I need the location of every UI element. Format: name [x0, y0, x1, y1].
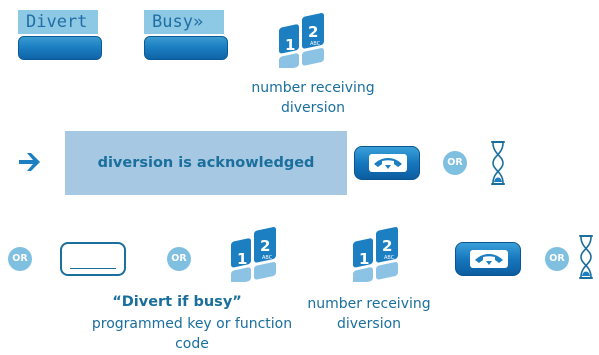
or-badge: OR: [545, 247, 569, 271]
hourglass-icon: [491, 141, 505, 185]
handset-screen: [369, 154, 407, 172]
keypad-digit-1: 1: [285, 36, 295, 54]
caption-programmed-key: programmed key or function code: [91, 316, 293, 352]
keypad-letters: ABC: [384, 255, 395, 261]
caption-divert-if-busy: “Divert if busy”: [112, 294, 242, 310]
keypad-letters: ABC: [262, 255, 273, 261]
hourglass-icon: [579, 235, 593, 279]
handset-screen: [470, 250, 508, 268]
softkey-divert-button[interactable]: [18, 36, 102, 60]
keypad-digit-1: 1: [237, 250, 247, 268]
or-badge: OR: [167, 247, 191, 271]
keypad-icon: 1 2 ABC: [353, 227, 398, 282]
caption-number-receiving: number receiving diversion: [251, 80, 375, 116]
keypad-digit-2: 2: [260, 237, 270, 255]
softkey-divert-label: Divert: [18, 10, 98, 34]
softkey-busy-label: Busy»: [144, 10, 224, 34]
handset-icon[interactable]: [354, 146, 420, 180]
arrow-right-icon: [19, 153, 40, 171]
keypad-letters: ABC: [310, 41, 321, 47]
keypad-digit-2: 2: [308, 23, 318, 41]
keypad-digit-2: 2: [382, 237, 392, 255]
caption-number-receiving: number receiving diversion: [307, 296, 431, 332]
programmable-key-icon[interactable]: [60, 242, 126, 276]
or-badge: OR: [443, 151, 467, 175]
or-badge: OR: [8, 247, 32, 271]
keypad-digit-1: 1: [359, 250, 369, 268]
softkey-busy-button[interactable]: [144, 36, 228, 60]
keypad-icon: 1 2 ABC: [279, 13, 324, 68]
diversion-acknowledged-banner: diversion is acknowledged: [65, 131, 347, 195]
handset-icon[interactable]: [455, 242, 521, 276]
hangup-icon: [475, 254, 503, 265]
programmable-key-line: [70, 268, 116, 269]
keypad-icon: 1 2 ABC: [231, 227, 276, 282]
hangup-icon: [374, 158, 402, 169]
